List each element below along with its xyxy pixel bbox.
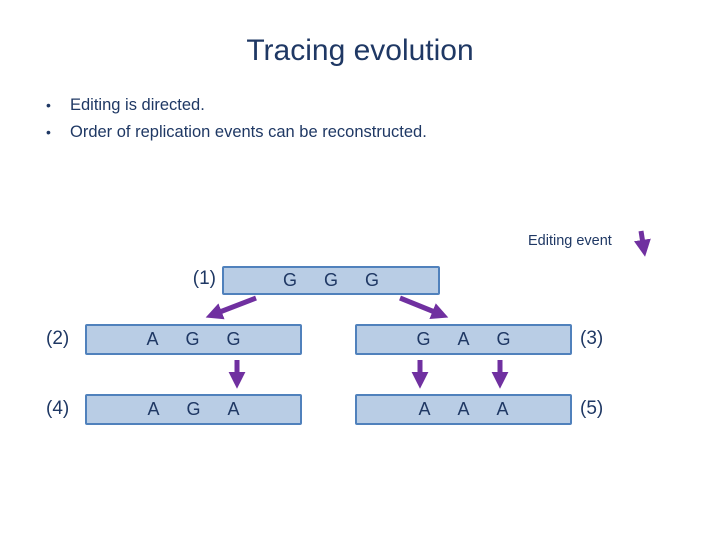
base-letter: G — [416, 329, 431, 349]
sequence-box-2: A G G — [85, 324, 302, 355]
sequence-box-4: A G A — [85, 394, 302, 425]
base-letter: G — [185, 329, 200, 349]
editing-event-label: Editing event — [528, 233, 612, 249]
editing-event-arrow-icon — [634, 230, 651, 257]
base-letter: A — [227, 399, 240, 419]
base-letter: A — [147, 399, 160, 419]
base-letter: G — [323, 270, 338, 290]
box2-label: (2) — [46, 328, 70, 349]
base-letter: G — [365, 270, 380, 290]
sequence-box-3: G A G — [355, 324, 572, 355]
base-letter: A — [418, 399, 431, 419]
base-letter: A — [146, 329, 159, 349]
bullet-item: • Editing is directed. — [46, 92, 720, 119]
arrow-box1-to-box3 — [399, 295, 449, 320]
base-letter: G — [186, 399, 201, 419]
bullet-marker: • — [46, 124, 51, 140]
base-letter: A — [457, 329, 470, 349]
bullet-text: Editing is directed. — [70, 96, 205, 114]
base-letter: G — [496, 329, 511, 349]
base-letter: G — [282, 270, 297, 290]
bullet-list: • Editing is directed. • Order of replicat… — [0, 92, 720, 146]
box5-label: (5) — [580, 398, 604, 419]
bullet-text: Order of replication events can be recon… — [70, 123, 427, 141]
bullet-marker: • — [46, 97, 51, 113]
box3-label: (3) — [580, 328, 604, 349]
base-letter: A — [457, 399, 470, 419]
arrow-box1-to-box2 — [205, 295, 257, 320]
slide-title: Tracing evolution — [246, 34, 474, 67]
box4-label: (4) — [46, 398, 70, 419]
base-letter: A — [496, 399, 509, 419]
box1-label: (1) — [192, 268, 216, 289]
sequence-box-1: G G G — [222, 266, 440, 295]
bullet-item: • Order of replication events can be reco… — [46, 119, 720, 146]
base-letter: G — [226, 329, 241, 349]
sequence-box-5: A A A — [355, 394, 572, 425]
